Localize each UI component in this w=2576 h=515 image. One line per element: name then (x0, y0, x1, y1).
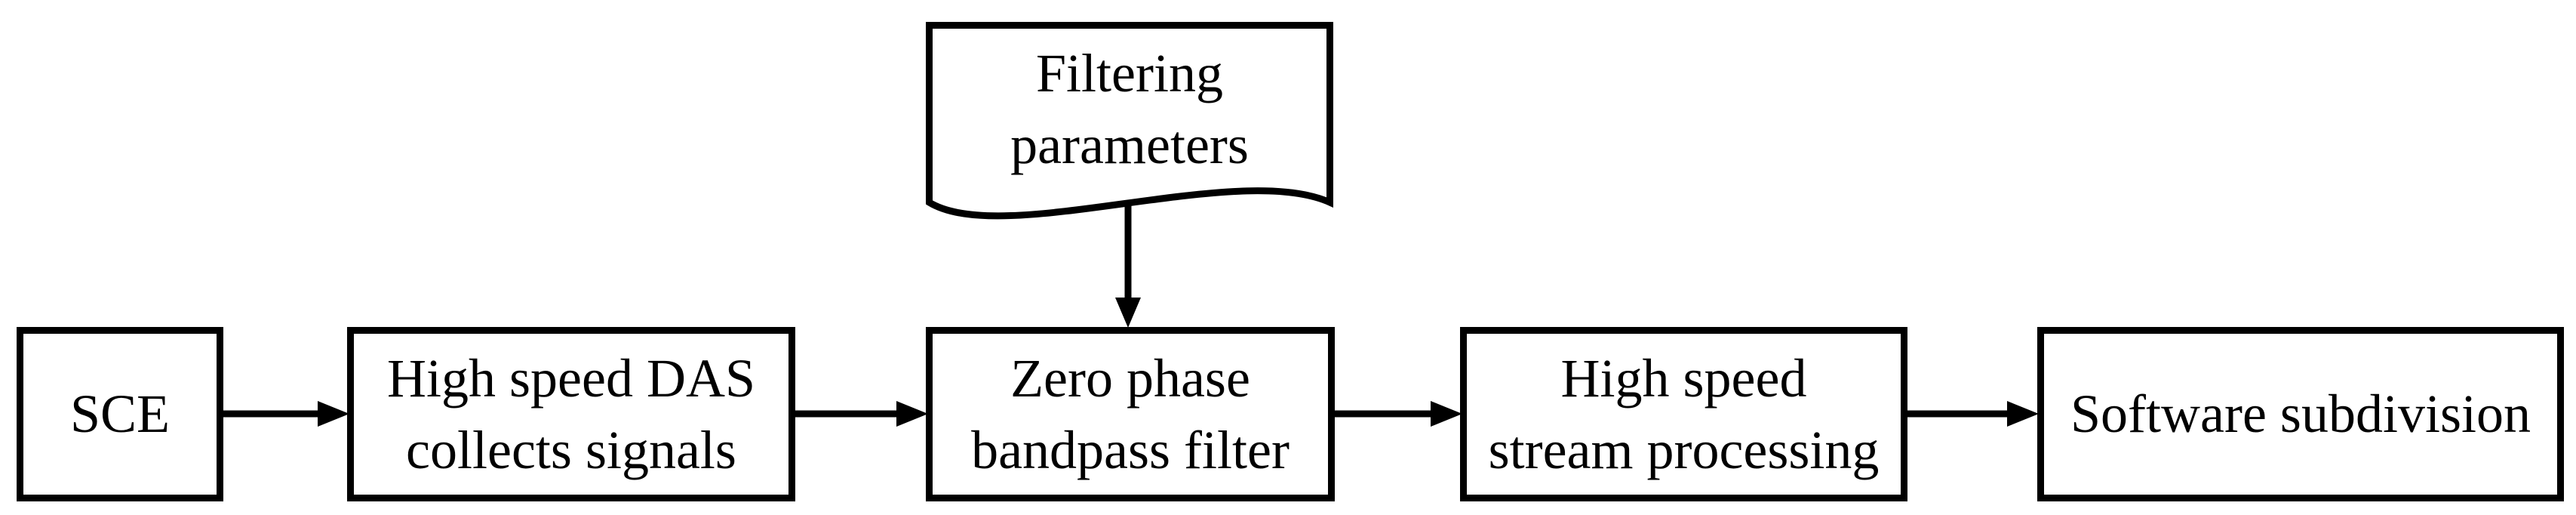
node-zero-phase-filter: Zero phase bandpass filter (926, 327, 1335, 501)
node-stream-processing: High speed stream processing (1460, 327, 1907, 501)
node-zero-phase-filter-line1: Zero phase (1010, 347, 1250, 409)
node-sce: SCE (17, 327, 223, 501)
node-software-subdivision: Software subdivision (2037, 327, 2564, 501)
arrow-filter-to-stream (1333, 401, 1462, 427)
node-zero-phase-filter-line2: bandpass filter (971, 419, 1290, 480)
arrow-params-to-filter (1115, 205, 1141, 328)
node-high-speed-das: High speed DAS collects signals (347, 327, 795, 501)
document-shape (926, 22, 1333, 220)
node-high-speed-das-line1: High speed DAS (387, 347, 755, 409)
node-stream-processing-line2: stream processing (1488, 419, 1880, 480)
node-software-subdivision-label: Software subdivision (2070, 384, 2531, 444)
node-sce-label: SCE (69, 384, 171, 444)
arrow-stream-to-software (1905, 401, 2039, 427)
node-filtering-parameters-line1: Filtering (1036, 43, 1223, 103)
node-stream-processing-line1: High speed (1560, 347, 1807, 409)
arrow-das-to-filter (793, 401, 928, 427)
arrow-sce-to-das (222, 401, 349, 427)
node-filtering-parameters: Filtering parameters (929, 25, 1330, 194)
node-high-speed-das-line2: collects signals (406, 419, 736, 480)
node-filtering-parameters-line2: parameters (1010, 115, 1249, 175)
